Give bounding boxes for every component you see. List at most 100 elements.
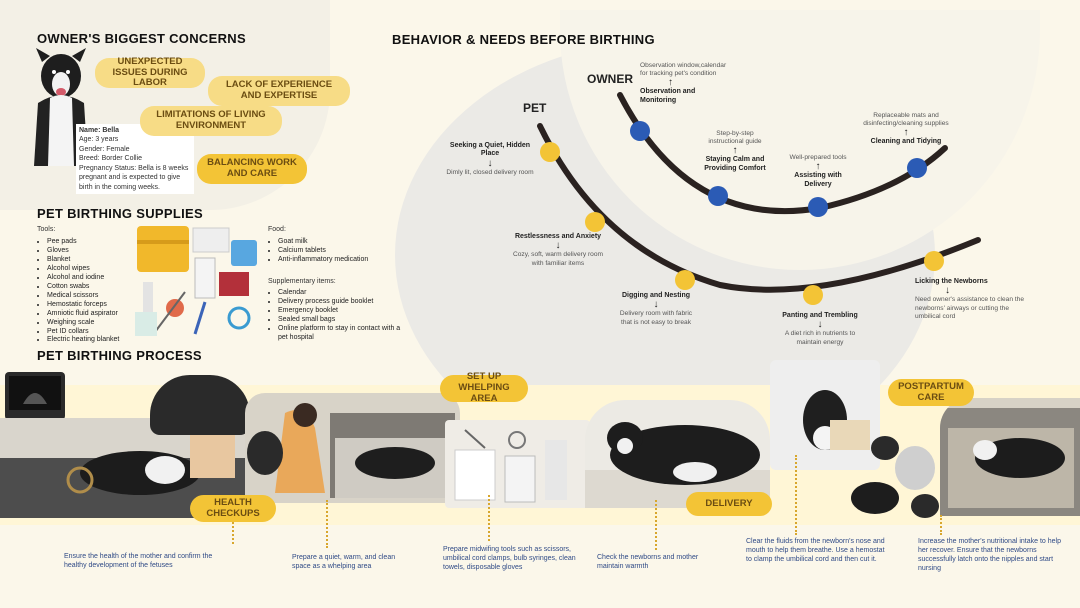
pet-step-label: Panting and Trembling (782, 312, 858, 319)
newborn-care-photo (770, 360, 880, 470)
up-arrow-icon: ↑ (815, 161, 821, 173)
extra-item: Calendar (278, 289, 408, 298)
concern-living-environment: LIMITATIONS OF LIVING ENVIRONMENT (140, 106, 282, 136)
extra-item: Sealed small bags (278, 316, 408, 325)
tool-item: Medical scissors (47, 292, 119, 301)
concerns-title: OWNER'S BIGGEST CONCERNS (37, 31, 246, 46)
tools-list: Pee pads Gloves Blanket Alcohol wipes Al… (37, 238, 119, 345)
tool-item: Cotton swabs (47, 283, 119, 292)
tool-item: Blanket (47, 256, 119, 265)
profile-status: Pregnancy Status: Bella is 8 weeks pregn… (79, 164, 189, 191)
owner-step-need: Step-by-step instructional guide (708, 130, 762, 146)
puppies-photo (845, 428, 945, 523)
owner-step-label: Cleaning and Tidying (870, 138, 942, 146)
pet-step-need: Dimly lit, closed delivery room (446, 168, 534, 176)
food-heading: Food: (268, 226, 286, 233)
concern-unexpected-issues: UNEXPECTED ISSUES DURING LABOR (95, 56, 205, 88)
pet-step-restless: Restlessness and Anxiety ↓ Cozy, soft, w… (512, 233, 604, 268)
stage-desc-space: Prepare a quiet, warm, and clean space a… (292, 554, 396, 571)
owner-step-assisting: Well-prepared tools ↑ Assisting with Del… (780, 154, 856, 189)
concern-lack-experience: LACK OF EXPERIENCE AND EXPERTISE (208, 76, 350, 106)
tool-item: Amniotic fluid aspirator (47, 310, 119, 319)
concern-balancing-work: BALANCING WORK AND CARE (197, 154, 307, 184)
whelping-box-photo (245, 393, 460, 503)
owner-step-calm: Step-by-step instructional guide ↑ Stayi… (700, 130, 770, 173)
stage-desc-postpartum: Increase the mother's nutritional intake… (918, 538, 1061, 573)
tool-item: Weighing scale (47, 319, 119, 328)
owner-curve (617, 92, 948, 215)
pet-step-label: Digging and Nesting (621, 292, 691, 299)
tool-item: Electric heating blanket (47, 336, 119, 345)
stage-delivery: DELIVERY (686, 492, 772, 516)
owner-label: OWNER (587, 72, 633, 86)
connector-line (326, 500, 328, 548)
owner-step-cleaning: Replaceable mats and disinfecting/cleani… (856, 112, 956, 147)
pet-step-digging: Digging and Nesting ↓ Delivery room with… (615, 292, 697, 327)
down-arrow-icon: ↓ (555, 240, 561, 252)
owner-step-label: Staying Calm and Providing Comfort (704, 156, 766, 172)
owner-dot (808, 197, 828, 217)
pet-label: PET (523, 101, 547, 115)
connector-line (795, 455, 797, 535)
pet-step-label: Licking the Newborns (915, 278, 988, 285)
delivery-dog-photo (585, 400, 770, 508)
profile-age: Age: 3 years (79, 136, 119, 144)
profile-name: Name: Bella (79, 127, 120, 134)
extra-item: Emergency booklet (278, 307, 408, 316)
stage-set-up-whelping: SET UP WHELPING AREA (440, 371, 528, 404)
connector-line (940, 515, 942, 535)
owner-dot (630, 121, 650, 141)
behavior-title: BEHAVIOR & NEEDS BEFORE BIRTHING (392, 32, 655, 47)
tool-item: Pee pads (47, 238, 119, 247)
extra-item: Delivery process guide booklet (278, 298, 408, 307)
pet-curve (537, 123, 981, 293)
up-arrow-icon: ↑ (668, 77, 673, 89)
stage-desc-warmth: Check the newborns and mother maintain w… (597, 554, 699, 571)
connector-line (488, 495, 490, 541)
stage-desc-health: Ensure the health of the mother and conf… (64, 553, 213, 570)
pet-step-need: Delivery room with fabric that is not ea… (619, 310, 693, 326)
down-arrow-icon: ↓ (487, 157, 493, 169)
tool-item: Pet ID collars (47, 328, 119, 337)
pet-dot (924, 251, 944, 271)
stage-health-checkups: HEALTH CHECKUPS (190, 495, 276, 522)
pet-step-need: A diet rich in nutrients to maintain ene… (784, 330, 856, 346)
stage-desc-delivery: Clear the fluids from the newborn's nose… (746, 538, 885, 564)
midwifing-tools-photo (445, 420, 590, 508)
ultrasound-photo (5, 372, 65, 420)
dog-photo (30, 48, 92, 166)
tool-item: Gloves (47, 247, 119, 256)
nursing-photo (940, 398, 1080, 516)
food-item: Calcium tablets (278, 247, 368, 256)
down-arrow-icon: ↓ (653, 299, 659, 311)
stage-postpartum-care: POSTPARTUM CARE (888, 379, 974, 406)
tool-item: Alcohol and iodine (47, 274, 119, 283)
up-arrow-icon: ↑ (903, 127, 909, 139)
pet-dot (585, 212, 605, 232)
supplies-title: PET BIRTHING SUPPLIES (37, 206, 203, 221)
down-arrow-icon: ↓ (945, 285, 950, 297)
down-arrow-icon: ↓ (817, 319, 823, 331)
pet-step-label: Restlessness and Anxiety (514, 233, 602, 240)
pet-step-panting: Panting and Trembling ↓ A diet rich in n… (775, 312, 865, 347)
food-item: Anti-inflammatory medication (278, 256, 368, 265)
process-title: PET BIRTHING PROCESS (37, 348, 202, 363)
pet-step-need: Need owner's assistance to clean the new… (915, 296, 1025, 320)
owner-dot (907, 158, 927, 178)
connector-line (655, 500, 657, 550)
stage-desc-tools: Prepare midwifing tools such as scissors… (443, 546, 576, 572)
pet-dot (540, 142, 560, 162)
pet-dot (675, 270, 695, 290)
owner-step-label: Assisting with Delivery (794, 172, 842, 188)
supplies-image (135, 222, 260, 340)
profile-gender: Gender: Female (79, 145, 130, 153)
pet-dot (803, 285, 823, 305)
tools-heading: Tools: (37, 226, 56, 233)
extra-list: Calendar Delivery process guide booklet … (268, 289, 408, 343)
extra-heading: Supplementary items: (268, 278, 336, 285)
pet-step-label: Seeking a Quiet, Hidden Place (449, 142, 531, 158)
up-arrow-icon: ↑ (732, 145, 738, 157)
vet-dog-photo (150, 375, 250, 435)
connector-line (232, 522, 234, 544)
pet-step-licking: Licking the Newborns ↓ Need owner's assi… (915, 278, 1035, 321)
